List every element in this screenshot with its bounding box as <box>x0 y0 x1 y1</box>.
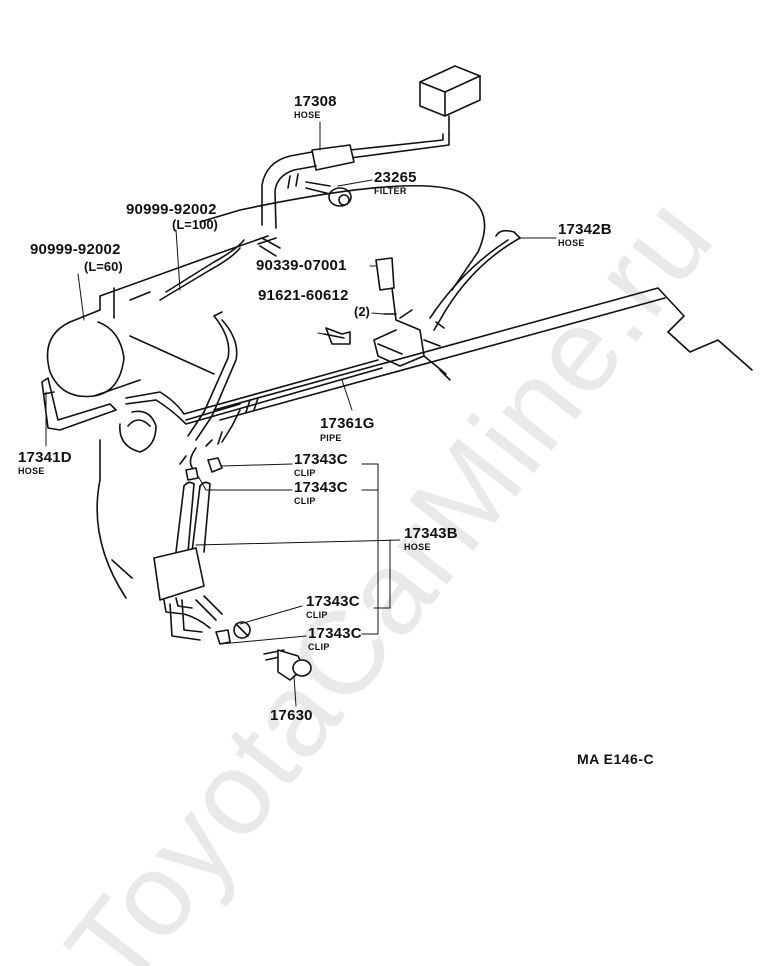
hose-17308-shape <box>261 133 450 229</box>
valve-17630-shape <box>263 649 312 681</box>
lower-clips <box>215 621 251 645</box>
part-number-23265: 23265 <box>374 169 417 186</box>
leader-lines <box>45 121 557 707</box>
hose-90339-shape <box>375 257 395 291</box>
hose-17342B-shape <box>429 229 521 331</box>
part-number-17341D: 17341D <box>18 449 72 466</box>
part-desc-hose-17343B: HOSE <box>404 542 431 552</box>
part-number-17361G: 17361G <box>320 415 375 432</box>
canister-box <box>419 65 481 135</box>
part-qty-91621: (2) <box>354 304 370 319</box>
part-desc-pipe-17361G: PIPE <box>320 433 342 443</box>
part-number-90999-92002-a: 90999-92002 <box>126 201 217 218</box>
part-desc-filter-23265: FILTER <box>374 186 407 196</box>
pipe-17361G-shape <box>125 311 383 471</box>
short-hoses <box>159 237 281 301</box>
part-number-17342B: 17342B <box>558 221 612 238</box>
part-note-l100: (L=100) <box>172 217 218 232</box>
part-number-90339-07001: 90339-07001 <box>256 257 347 274</box>
part-number-17308: 17308 <box>294 93 337 110</box>
part-desc-clip-1: CLIP <box>294 468 316 478</box>
part-desc-hose-17341D: HOSE <box>18 466 45 476</box>
part-number-17343C-4: 17343C <box>308 625 362 642</box>
hose-17343B-shape <box>153 481 223 641</box>
part-desc-hose-17308: HOSE <box>294 110 321 120</box>
part-desc-clip-2: CLIP <box>294 496 316 506</box>
part-number-17343C-2: 17343C <box>294 479 348 496</box>
part-number-91621-60612: 91621-60612 <box>258 287 349 304</box>
part-number-90999-92002-b: 90999-92002 <box>30 241 121 258</box>
diagram-reference-code: MA E146-C <box>577 751 655 767</box>
hose-17341D-shape <box>41 377 117 431</box>
part-desc-hose-17342B: HOSE <box>558 238 585 248</box>
part-desc-clip-3: CLIP <box>306 610 328 620</box>
part-number-17343C-1: 17343C <box>294 451 348 468</box>
part-number-17343B: 17343B <box>404 525 458 542</box>
top-clips <box>185 457 223 481</box>
engine-block-outline <box>46 184 486 599</box>
part-desc-clip-4: CLIP <box>308 642 330 652</box>
part-number-17630: 17630 <box>270 707 313 724</box>
part-note-l60: (L=60) <box>84 259 123 274</box>
body-panel-line <box>213 287 753 421</box>
bracket-and-bolt <box>323 287 451 381</box>
part-number-17343C-3: 17343C <box>306 593 360 610</box>
